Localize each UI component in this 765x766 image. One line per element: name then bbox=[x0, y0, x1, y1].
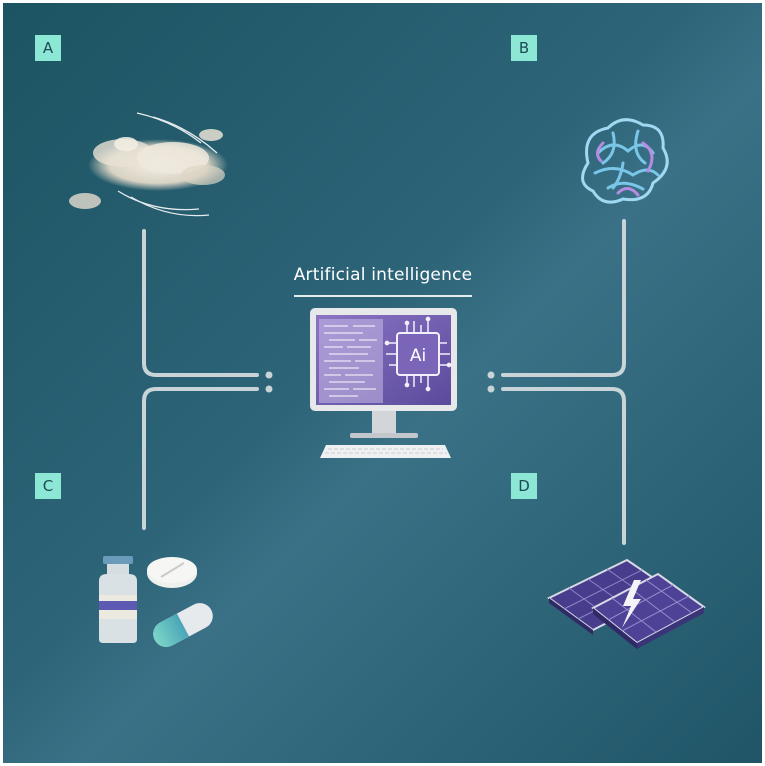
computer-icon: Ai bbox=[310, 308, 457, 458]
tag-b: B bbox=[511, 35, 537, 61]
cloud-icon bbox=[69, 112, 228, 217]
diagram-artwork: Ai bbox=[69, 112, 706, 649]
ai-chip-label: Ai bbox=[410, 346, 426, 366]
monitor-neck bbox=[372, 411, 396, 435]
lightning-icon bbox=[622, 580, 641, 628]
capsule-icon bbox=[153, 603, 213, 647]
center-label-underline bbox=[294, 295, 472, 297]
diagram-canvas: Ai bbox=[3, 3, 762, 763]
tag-c: C bbox=[35, 473, 61, 499]
code-lines-icon bbox=[324, 325, 377, 397]
ai-chip-icon bbox=[384, 316, 452, 392]
connector-d bbox=[501, 387, 626, 545]
medicine-icon bbox=[99, 556, 213, 647]
connector-b bbox=[501, 219, 626, 377]
center-label: Artificial intelligence bbox=[293, 265, 473, 285]
connector-dots bbox=[265, 371, 495, 393]
tag-a: A bbox=[35, 35, 61, 61]
connector-lines bbox=[142, 219, 626, 545]
monitor-base bbox=[350, 433, 418, 438]
connector-c bbox=[142, 387, 259, 530]
brain-icon bbox=[581, 118, 669, 204]
solar-panel-icon bbox=[547, 558, 706, 649]
solar-panel-front bbox=[591, 572, 706, 649]
vial-cap bbox=[103, 556, 133, 564]
keyboard-keys bbox=[325, 448, 447, 454]
connector-a bbox=[142, 229, 259, 377]
keyboard-icon bbox=[320, 445, 451, 458]
tag-d: D bbox=[511, 473, 537, 499]
